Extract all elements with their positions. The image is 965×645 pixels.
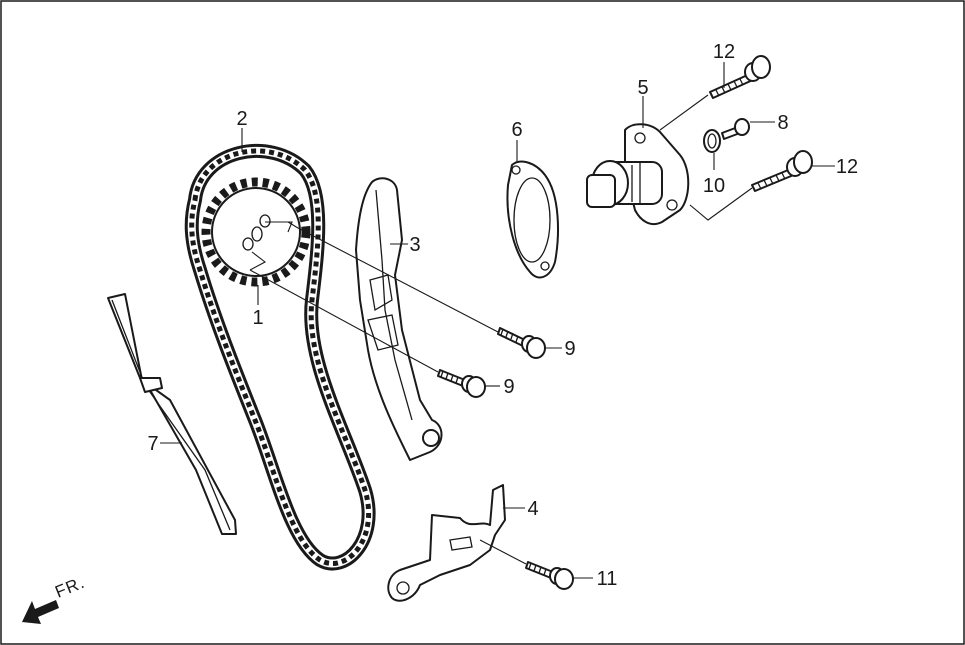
guide-bracket [387, 484, 506, 602]
bolt-11 [525, 561, 574, 590]
cam-chain [184, 143, 376, 571]
callout-3: 3 [409, 234, 420, 256]
callout-1: 1 [252, 307, 263, 329]
cam-sprocket [201, 177, 311, 287]
callouts: 1 2 3 4 5 6 7 8 9 9 10 11 12 12 [147, 41, 858, 590]
front-arrow-icon [22, 600, 59, 624]
callout-4: 4 [527, 498, 538, 520]
callout-2: 2 [236, 108, 247, 130]
sealing-bolt-8 [721, 118, 750, 140]
callout-9b: 9 [503, 376, 514, 398]
front-direction-indicator: FR. [22, 573, 88, 624]
callout-12a: 12 [713, 41, 735, 63]
bolt-9-upper [497, 327, 546, 359]
callout-11: 11 [597, 568, 618, 590]
callout-10: 10 [703, 175, 725, 197]
front-label: FR. [52, 573, 87, 602]
chain-guide [107, 293, 237, 535]
callout-5: 5 [637, 77, 648, 99]
o-ring-10 [703, 129, 721, 153]
cam-chain-tensioner [586, 123, 690, 226]
bolt-9-lower [437, 369, 486, 398]
bolt-12-lower [751, 150, 813, 192]
callout-6: 6 [511, 119, 522, 141]
callout-7: 7 [147, 433, 158, 455]
bolt-12-upper [709, 55, 771, 99]
chain-tensioner-arm [355, 177, 443, 461]
tensioner-gasket [506, 160, 559, 279]
leader-lines [160, 62, 835, 579]
callout-8: 8 [777, 112, 788, 134]
callout-12b: 12 [836, 156, 858, 178]
callout-9a: 9 [564, 338, 575, 360]
